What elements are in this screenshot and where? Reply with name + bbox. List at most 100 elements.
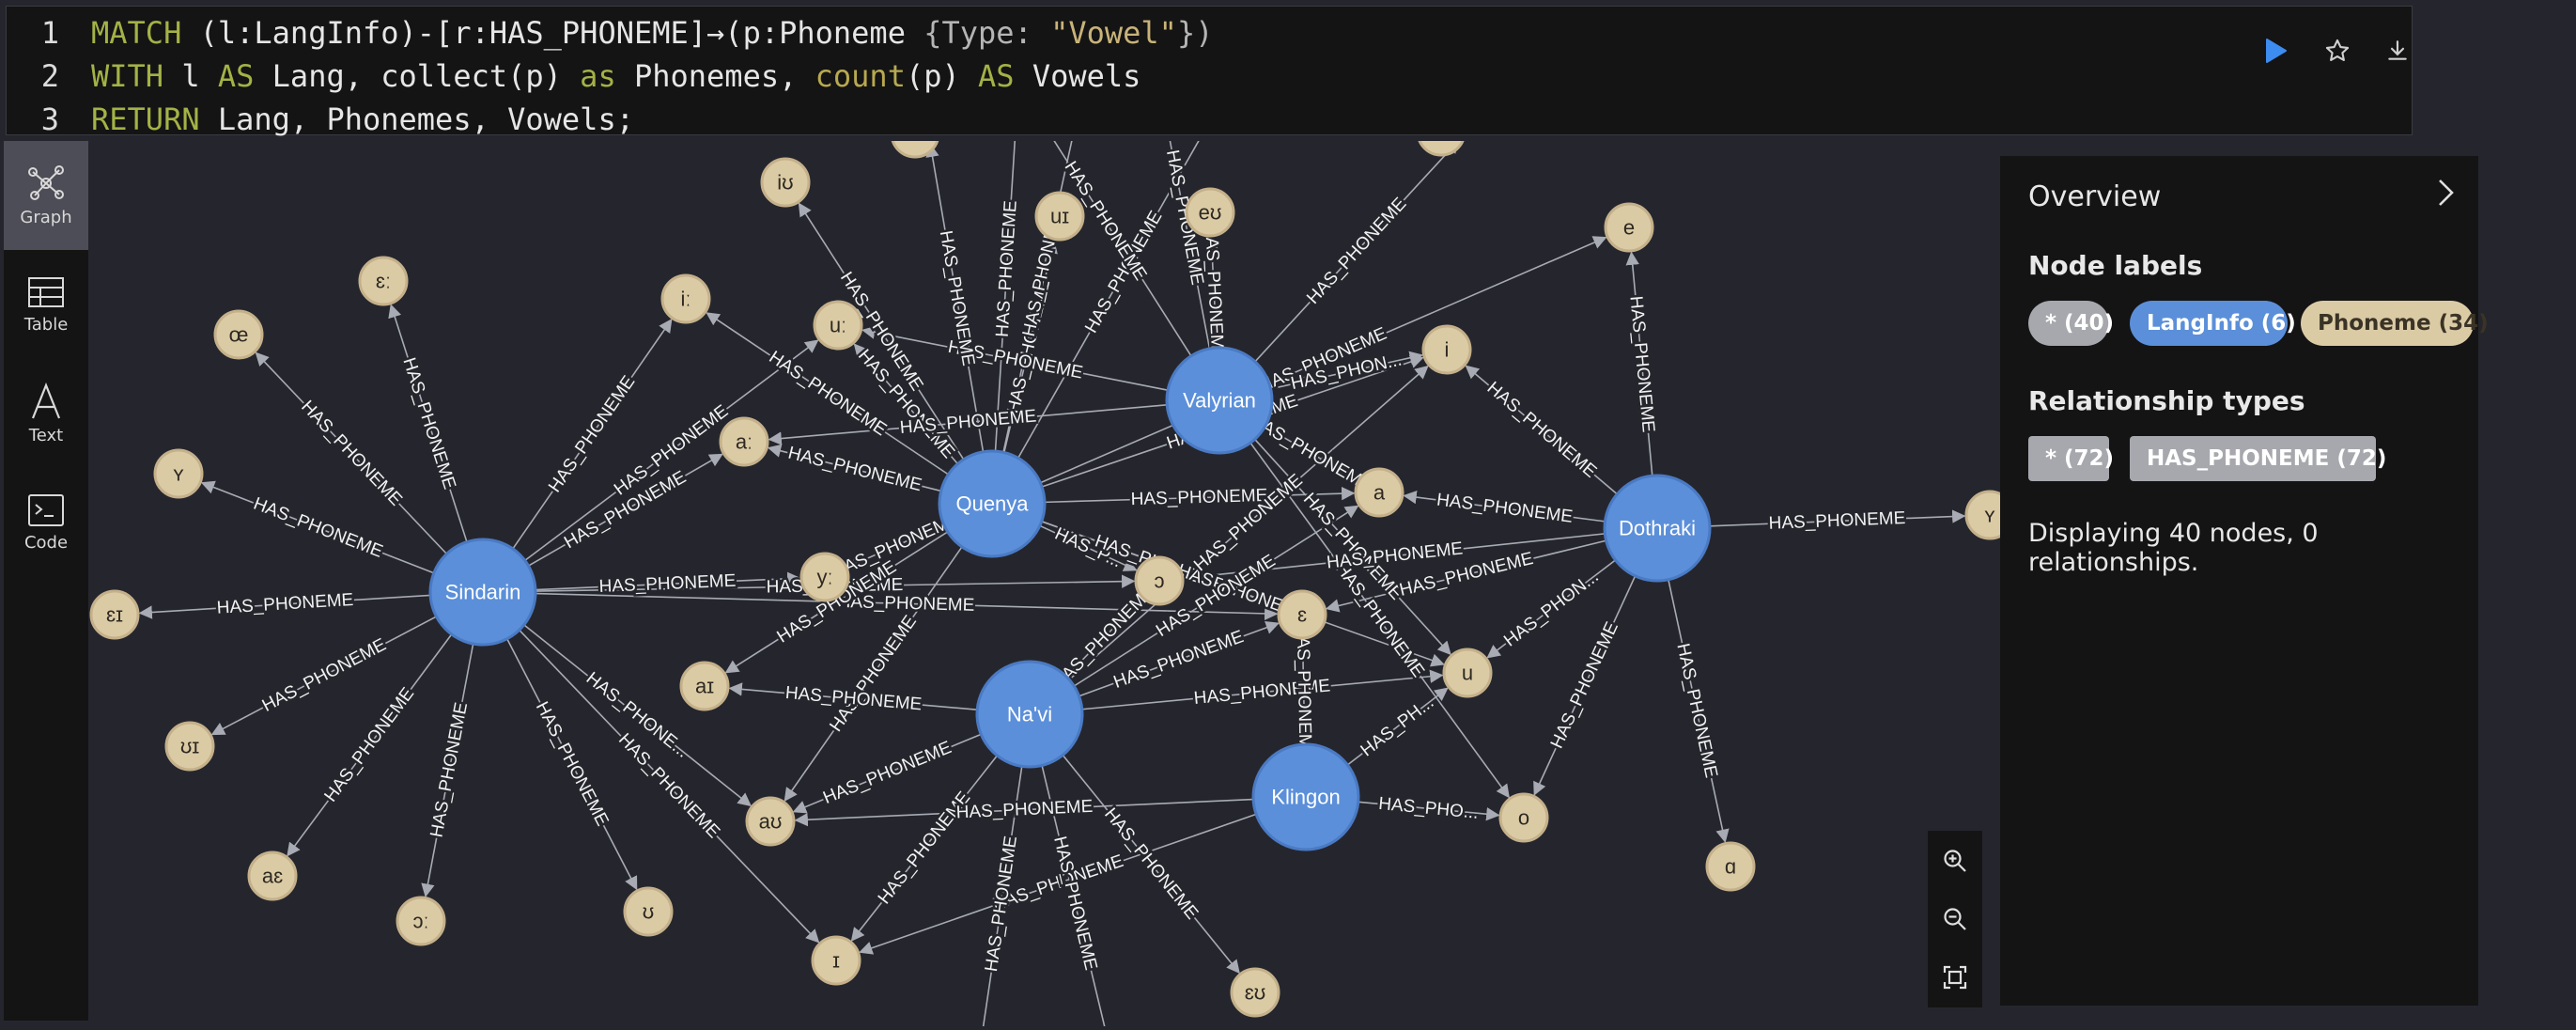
langinfo-node[interactable]: Valyrian	[1165, 346, 1274, 455]
relationship-edge[interactable]	[524, 339, 819, 562]
relationship-edge[interactable]	[1079, 620, 1280, 697]
relationship-edge[interactable]	[994, 85, 1025, 452]
relationship-edge[interactable]	[794, 798, 1254, 827]
relationship-edge[interactable]	[1486, 559, 1616, 659]
phoneme-node[interactable]: œ	[213, 309, 264, 360]
relationship-edge[interactable]	[792, 733, 982, 814]
phoneme-node[interactable]: a	[1354, 467, 1404, 518]
relationship-edge[interactable]	[210, 616, 437, 736]
phoneme-node[interactable]: aʊ	[745, 796, 796, 847]
relationship-edge[interactable]	[1625, 251, 1653, 476]
relationship-edge[interactable]	[421, 643, 474, 897]
sidebar-item-table[interactable]: Table	[4, 250, 88, 359]
relationship-edge[interactable]	[1254, 139, 1460, 363]
phoneme-node[interactable]: ɛʊ	[1230, 967, 1280, 1018]
phoneme-node[interactable]: aː	[719, 416, 769, 467]
phoneme-node[interactable]: iʊ	[760, 157, 811, 208]
relationship-type-pill[interactable]: * (72)	[2028, 436, 2114, 481]
phoneme-node[interactable]: i	[1421, 324, 1472, 375]
phoneme-node[interactable]: u	[1442, 648, 1493, 698]
relationship-edge[interactable]	[976, 766, 1023, 1030]
relationship-edge[interactable]	[1709, 509, 1966, 527]
relationship-edge[interactable]	[1081, 669, 1444, 710]
phoneme-node[interactable]: ɔ	[1134, 555, 1185, 606]
relationship-edge[interactable]	[1068, 365, 1429, 680]
relationship-edge[interactable]	[767, 444, 941, 492]
langinfo-node[interactable]: Dothraki	[1603, 474, 1712, 583]
relationship-edge[interactable]	[706, 312, 949, 476]
phoneme-node[interactable]: ʊɪ	[164, 721, 215, 772]
sidebar-item-code[interactable]: Code	[4, 468, 88, 577]
relationship-edge[interactable]	[138, 594, 431, 619]
sidebar-item-graph[interactable]: Graph	[4, 141, 88, 250]
relationship-edge[interactable]	[512, 319, 673, 550]
relationship-edge[interactable]	[1073, 505, 1359, 687]
relationship-edge[interactable]	[1465, 365, 1618, 495]
relationship-edge[interactable]	[1041, 765, 1112, 1030]
relationship-edge[interactable]	[861, 325, 1169, 391]
phoneme-node[interactable]: o	[1498, 792, 1549, 843]
phoneme-node[interactable]: aɛ	[247, 851, 298, 901]
phoneme-node[interactable]: uɪ	[1034, 191, 1085, 242]
langinfo-node[interactable]: Na'vi	[975, 660, 1084, 769]
phoneme-node[interactable]: ɛɪ	[89, 589, 140, 640]
phoneme-node[interactable]	[1416, 106, 1466, 157]
langinfo-node[interactable]: Sindarin	[428, 538, 537, 647]
relationship-edge[interactable]	[528, 453, 723, 567]
zoom-in-button[interactable]	[1928, 833, 1982, 889]
phoneme-node[interactable]: ɛː	[358, 256, 409, 306]
relationship-edge[interactable]	[1249, 442, 1510, 799]
relationship-edge[interactable]	[1403, 490, 1606, 523]
relationship-edge[interactable]	[1204, 236, 1219, 349]
relationship-type-pill[interactable]: HAS_PHONEME (72)	[2130, 436, 2386, 481]
langinfo-node[interactable]: Klingon	[1251, 742, 1360, 851]
relationship-edge[interactable]	[1039, 524, 1138, 571]
relationship-edge[interactable]	[1668, 579, 1730, 844]
favorite-button[interactable]	[2311, 24, 2364, 77]
relationship-edge[interactable]	[853, 343, 959, 465]
langinfo-node[interactable]: Quenya	[938, 449, 1047, 558]
relationship-edge[interactable]	[519, 629, 820, 944]
relationship-edge[interactable]	[724, 531, 949, 674]
phoneme-node[interactable]: ɔː	[396, 896, 446, 946]
relationship-edge[interactable]	[1065, 598, 1143, 678]
collapse-panel-button[interactable]	[2433, 177, 2458, 212]
node-label-pill[interactable]: LangInfo (6)	[2130, 301, 2296, 346]
relationship-edge[interactable]	[728, 682, 978, 710]
relationship-edge[interactable]	[798, 202, 965, 460]
relationship-edge[interactable]	[846, 523, 945, 569]
zoom-out-button[interactable]	[1928, 891, 1982, 947]
relationship-edge[interactable]	[784, 546, 963, 803]
relationship-edge[interactable]	[535, 571, 801, 591]
node-label-pill[interactable]: Phoneme (34)	[2301, 301, 2489, 346]
relationship-edge[interactable]	[1017, 85, 1231, 459]
relationship-edge[interactable]	[255, 351, 448, 554]
phoneme-node[interactable]: ʏ	[1964, 490, 2015, 540]
phoneme-node[interactable]: ʏ	[153, 448, 204, 499]
relationship-edge[interactable]	[1533, 575, 1637, 796]
relationship-edge[interactable]	[768, 404, 1168, 445]
relationship-edge[interactable]	[1254, 438, 1451, 656]
relationship-edge[interactable]	[1040, 236, 1607, 484]
node-label-pill[interactable]: * (40)	[2028, 301, 2114, 346]
relationship-edge[interactable]	[200, 480, 435, 574]
sidebar-item-text[interactable]: Text	[4, 359, 88, 468]
relationship-edge[interactable]	[506, 638, 638, 891]
relationship-edge[interactable]	[1296, 638, 1311, 745]
relationship-edge[interactable]	[388, 304, 468, 542]
phoneme-node[interactable]: ʊ	[623, 886, 674, 937]
phoneme-node[interactable]: eʊ	[1185, 187, 1235, 238]
run-button[interactable]	[2249, 24, 2302, 77]
relationship-edge[interactable]	[287, 633, 453, 857]
relationship-edge[interactable]	[859, 813, 1257, 955]
relationship-edge[interactable]	[535, 592, 1279, 621]
relationship-edge[interactable]	[1002, 85, 1088, 453]
graph-svg[interactable]: HAS_PHONEMEHAS_PHONEMEHAS_PHONEMEHAS_PHO…	[88, 85, 2015, 1030]
relationship-edge[interactable]	[925, 143, 985, 452]
phoneme-node[interactable]: yː	[799, 552, 850, 602]
